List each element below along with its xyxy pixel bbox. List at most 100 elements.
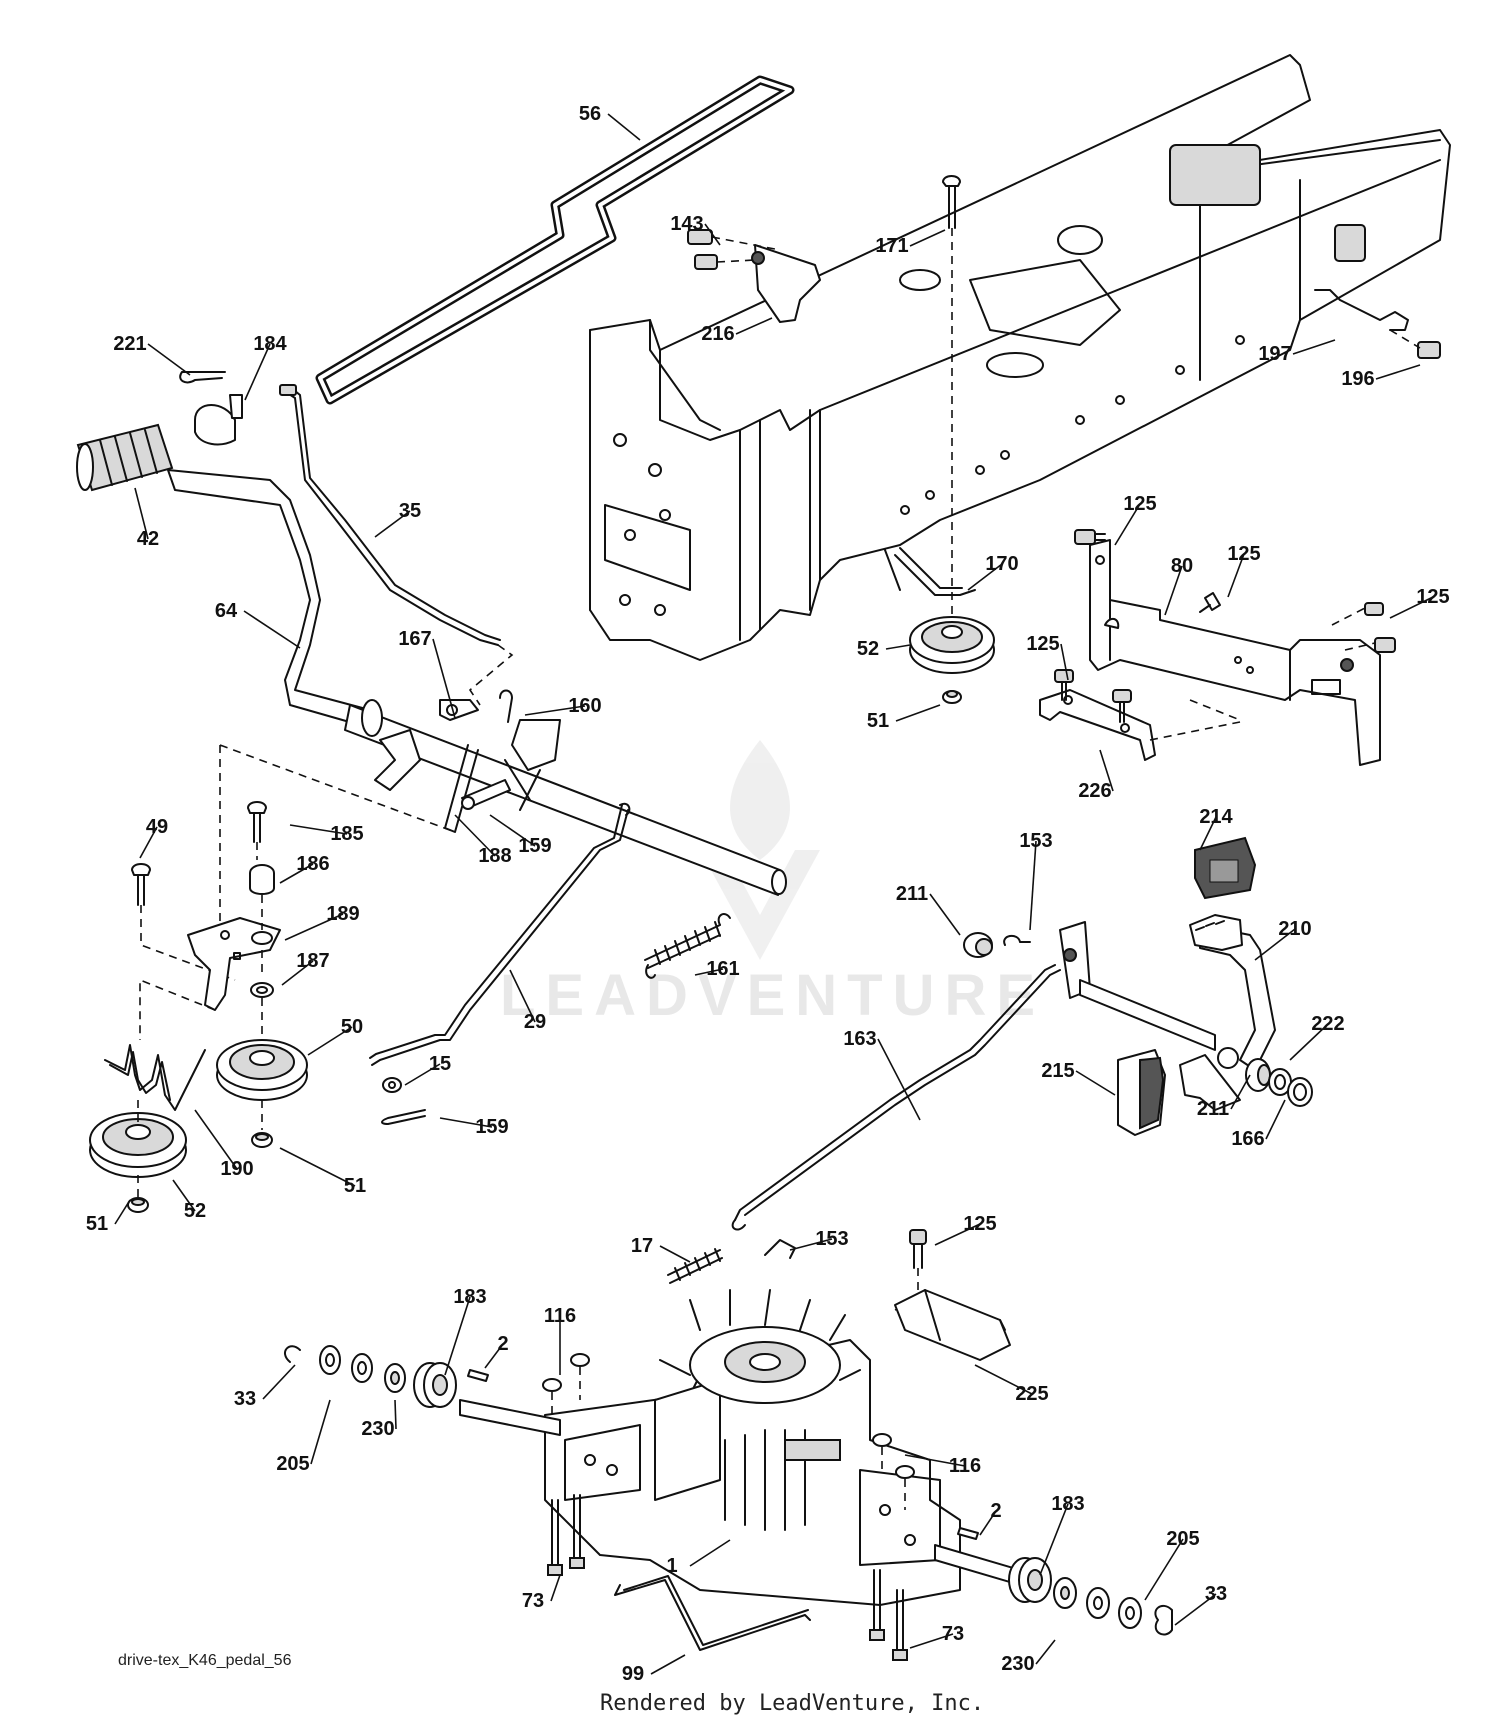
pulley-52b (89, 1112, 187, 1178)
bracket-216 (687, 229, 821, 323)
leader-line-c49 (139, 826, 158, 859)
bracket-226 (1039, 689, 1156, 761)
leader-line-c52a (885, 644, 911, 650)
callout-c64: 64 (215, 600, 238, 622)
leader-line-c189 (284, 913, 344, 941)
leader-line-c210 (1254, 928, 1296, 961)
callout-c161: 161 (706, 958, 739, 980)
callout-c167: 167 (398, 628, 431, 650)
callout-c187: 187 (296, 950, 329, 972)
leader-line-c215 (1075, 1070, 1116, 1096)
callout-c205a: 205 (276, 1453, 309, 1475)
callout-c125d: 125 (1026, 633, 1059, 655)
tractor-frame (589, 54, 1451, 661)
leader-line-c170 (967, 563, 1003, 591)
leader-line-c183b (1039, 1503, 1069, 1576)
knob-184 (194, 394, 243, 446)
leader-line-c116b (904, 1454, 966, 1467)
leader-line-c153a (1029, 840, 1037, 931)
leader-line-c221 (147, 343, 191, 376)
leader-line-c33a (262, 1364, 296, 1400)
callout-c50: 50 (341, 1016, 363, 1038)
leader-line-c205b (1144, 1538, 1184, 1601)
callout-c116b: 116 (949, 1455, 981, 1477)
bolts-73b (869, 1569, 908, 1661)
callout-c2a: 2 (497, 1333, 508, 1355)
rod-35 (279, 384, 501, 646)
leader-line-c17 (659, 1245, 691, 1263)
nut-51c (127, 1197, 149, 1213)
leader-line-c160 (524, 705, 586, 716)
callout-c29: 29 (524, 1011, 546, 1033)
lever-64 (167, 469, 787, 896)
callout-c99: 99 (622, 1663, 644, 1685)
nut-51b (251, 1132, 273, 1148)
callout-c171: 171 (875, 235, 908, 257)
callout-c225: 225 (1015, 1383, 1048, 1405)
callout-c186: 186 (296, 853, 329, 875)
rod-197 (1314, 289, 1441, 359)
bolt-171 (942, 175, 961, 229)
leader-line-c153b (789, 1238, 833, 1251)
leader-line-c163 (877, 1038, 921, 1121)
callout-c33b: 33 (1205, 1583, 1227, 1605)
bushing-211a (963, 932, 993, 958)
callout-c183b: 183 (1051, 1493, 1084, 1515)
callout-c170: 170 (985, 553, 1018, 575)
leader-line-c171 (909, 229, 946, 247)
leader-line-c99 (650, 1654, 686, 1675)
bracket-80 (1089, 539, 1381, 766)
diagram-code: drive-tex_K46_pedal_56 (118, 1652, 292, 1669)
pin-2a (467, 1369, 489, 1382)
leader-line-c183a (444, 1296, 471, 1376)
callout-c153a: 153 (1019, 830, 1052, 852)
callout-c2b: 2 (990, 1500, 1001, 1522)
callout-c184: 184 (253, 333, 287, 355)
pedal-shaft (1059, 921, 1216, 1051)
leader-line-c125c (1389, 596, 1434, 619)
callout-c125b: 125 (1227, 543, 1260, 565)
bushing-183a (413, 1362, 457, 1408)
leader-line-c125b (1227, 553, 1245, 598)
callout-c73a: 73 (522, 1590, 544, 1612)
leader-line-c29 (509, 969, 536, 1023)
spring-170 (884, 547, 976, 596)
leader-line-c185 (289, 824, 348, 835)
leader-line-c230b (1035, 1639, 1056, 1665)
leader-line-c73b (909, 1633, 954, 1649)
leader-line-c80 (1164, 565, 1183, 616)
callout-c52a: 52 (857, 638, 879, 660)
spring-190 (104, 1044, 206, 1111)
leader-line-c125d (1060, 643, 1069, 681)
bolt-125b (1199, 592, 1221, 613)
bolt-125a (1074, 529, 1106, 545)
callout-c51b: 51 (344, 1175, 366, 1197)
callout-c210: 210 (1278, 918, 1311, 940)
axle-left (459, 1399, 561, 1436)
pad-214 (1194, 836, 1257, 900)
leader-line-c125a (1114, 503, 1141, 546)
callout-c49: 49 (146, 816, 168, 838)
clip-160 (499, 689, 513, 723)
leader-line-c159b (439, 1117, 493, 1128)
washer-222 (1268, 1068, 1292, 1096)
callout-c189: 189 (326, 903, 359, 925)
leader-line-c159a (489, 814, 536, 847)
callout-c190: 190 (220, 1158, 253, 1180)
callout-c125a: 125 (1123, 493, 1156, 515)
callout-c35: 35 (399, 500, 421, 522)
leader-line-c225 (974, 1364, 1033, 1395)
bracket-225 (894, 1289, 1011, 1361)
callout-c159a: 159 (518, 835, 551, 857)
leader-line-c186 (279, 863, 314, 884)
leader-line-c211b (1230, 1074, 1251, 1110)
callout-c15: 15 (429, 1053, 451, 1075)
leader-line-c188 (454, 814, 496, 857)
washers-205a (319, 1345, 373, 1383)
rod-99 (614, 1575, 811, 1651)
clip-153a (1003, 934, 1031, 946)
leader-line-c143 (704, 223, 721, 246)
bolts-73a (547, 1494, 585, 1576)
callout-c143: 143 (670, 213, 703, 235)
